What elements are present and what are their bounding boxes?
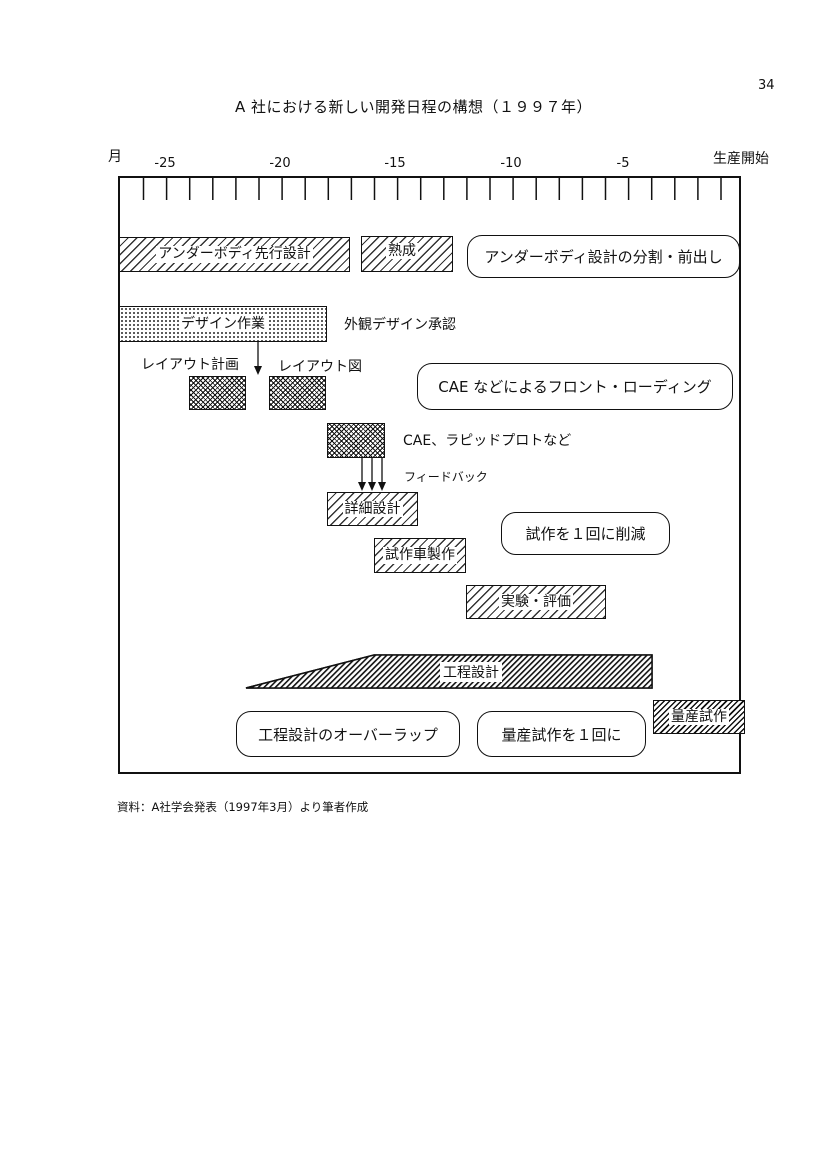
design-work-bar: デザイン作業 bbox=[119, 306, 327, 342]
mass-prototype-bar: 量産試作 bbox=[653, 700, 745, 734]
tick-label-minus-10: -10 bbox=[500, 156, 522, 171]
exterior-approval-label: 外観デザイン承認 bbox=[344, 317, 456, 333]
axis-unit-label: 月 bbox=[108, 149, 122, 165]
approval-arrow-head bbox=[254, 366, 262, 375]
underbody-split-callout: アンダーボディ設計の分割・前出し bbox=[467, 235, 740, 278]
maturation-label: 熟成 bbox=[386, 243, 418, 260]
layout-drawing-label: レイアウト図 bbox=[278, 359, 362, 375]
feedback-arrow-head-3 bbox=[378, 482, 386, 491]
tick-label-minus-25: -25 bbox=[154, 156, 176, 171]
prototype-build-label: 試作車製作 bbox=[383, 547, 457, 564]
layout-plan-block bbox=[189, 376, 246, 410]
test-evaluation-bar: 実験・評価 bbox=[466, 585, 606, 619]
underbody-advance-design-bar: アンダーボディ先行設計 bbox=[119, 237, 350, 272]
prototype-build-bar: 試作車製作 bbox=[374, 538, 466, 573]
cae-rapid-label: CAE、ラピッドプロトなど bbox=[403, 433, 572, 449]
cae-rapid-block bbox=[327, 423, 385, 458]
timeline-ticks bbox=[142, 178, 722, 200]
tick-label-minus-15: -15 bbox=[384, 156, 406, 171]
production-start-label: 生産開始 bbox=[713, 151, 769, 167]
test-evaluation-label: 実験・評価 bbox=[499, 593, 573, 611]
cae-frontloading-callout: CAE などによるフロント・ローディング bbox=[417, 363, 733, 410]
detail-design-label: 詳細設計 bbox=[342, 500, 403, 518]
feedback-arrow-head-1 bbox=[358, 482, 366, 491]
source-note: 資料：A社学会発表（1997年3月）より筆者作成 bbox=[117, 800, 369, 814]
process-overlap-callout: 工程設計のオーバーラップ bbox=[236, 711, 460, 757]
mass-prototype-once-callout: 量産試作を１回に bbox=[477, 711, 646, 757]
layout-plan-label: レイアウト計画 bbox=[141, 357, 239, 373]
underbody-advance-design-label: アンダーボディ先行設計 bbox=[156, 246, 313, 263]
detail-design-bar: 詳細設計 bbox=[327, 492, 418, 526]
feedback-label: フィードバック bbox=[404, 470, 488, 484]
tick-label-minus-5: -5 bbox=[616, 156, 630, 171]
reduce-prototype-callout: 試作を１回に削減 bbox=[501, 512, 670, 555]
timeline-frame bbox=[118, 176, 741, 774]
design-work-label: デザイン作業 bbox=[179, 315, 267, 333]
process-design-label: 工程設計 bbox=[440, 662, 502, 682]
figure-title: A 社における新しい開発日程の構想（１９９７年） bbox=[234, 98, 593, 116]
maturation-bar: 熟成 bbox=[361, 236, 453, 272]
tick-label-minus-20: -20 bbox=[269, 156, 291, 171]
mass-prototype-label: 量産試作 bbox=[669, 708, 729, 726]
page-number: 34 bbox=[758, 78, 775, 93]
feedback-arrow-head-2 bbox=[368, 482, 376, 491]
layout-drawing-block bbox=[269, 376, 326, 410]
